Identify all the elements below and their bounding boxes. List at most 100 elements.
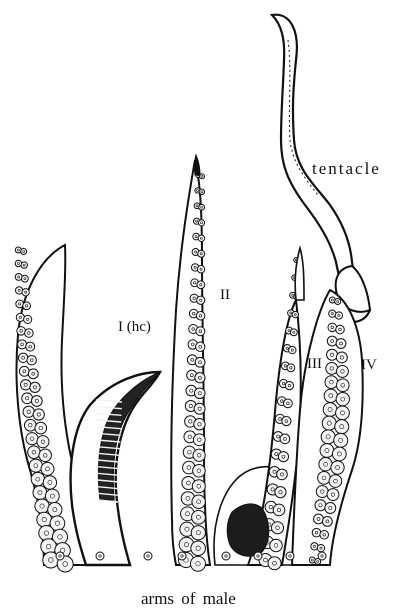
sucker <box>23 406 34 417</box>
label-arm-i-hc: I (hc) <box>118 320 151 335</box>
sucker <box>25 329 34 338</box>
sucker <box>336 339 346 349</box>
sucker <box>222 552 230 560</box>
label-arm-iii: III <box>307 357 322 372</box>
sucker <box>29 459 42 472</box>
sucker <box>316 486 328 498</box>
sucker <box>332 447 346 461</box>
label-tentacle: tentacle <box>312 160 381 177</box>
sucker <box>327 349 338 360</box>
sucker <box>27 355 36 364</box>
sucker <box>20 380 30 390</box>
sucker <box>41 462 54 475</box>
sucker <box>324 389 337 402</box>
sucker <box>28 369 38 379</box>
sucker <box>33 486 47 500</box>
sucker <box>280 434 290 444</box>
sucker <box>197 266 204 273</box>
label-arm-iv: IV <box>361 358 377 373</box>
sucker <box>197 281 205 289</box>
sucker <box>199 189 204 194</box>
sucker <box>315 500 326 511</box>
sucker <box>278 452 288 462</box>
sucker <box>336 352 347 363</box>
sucker <box>33 409 44 420</box>
sucker <box>194 403 205 414</box>
sucker <box>195 373 205 383</box>
sucker <box>198 250 205 257</box>
sucker <box>327 336 337 346</box>
sucker <box>191 556 206 571</box>
sucker <box>329 475 342 488</box>
sucker <box>96 552 104 560</box>
sucker <box>335 299 341 305</box>
sucker <box>194 419 205 430</box>
sucker <box>191 541 206 556</box>
sucker <box>191 526 205 540</box>
sucker <box>35 499 49 513</box>
sucker <box>319 458 332 471</box>
sucker <box>273 504 285 516</box>
sucker <box>275 487 286 498</box>
sucker <box>56 552 64 560</box>
sucker <box>193 464 206 477</box>
sucker <box>31 472 44 485</box>
sucker <box>325 503 336 514</box>
sucker <box>198 220 204 226</box>
sucker <box>196 342 205 351</box>
label-arm-ii: II <box>220 288 230 303</box>
sucker <box>37 436 49 448</box>
sucker <box>284 399 293 408</box>
sucker <box>268 557 281 570</box>
sucker <box>18 340 27 349</box>
sucker <box>144 552 152 560</box>
sucker <box>30 382 40 392</box>
arm-ii-tip <box>194 155 200 175</box>
sucker <box>21 249 27 255</box>
sucker <box>323 403 337 417</box>
sucker <box>196 311 205 320</box>
sucker <box>19 366 29 376</box>
sucker <box>192 495 205 508</box>
sucker <box>254 552 262 560</box>
sucker <box>317 544 324 551</box>
sucker <box>18 353 27 362</box>
arm-iii-tip <box>295 248 304 300</box>
sucker <box>290 329 297 336</box>
sucker <box>282 417 291 426</box>
dark-tissue-patch <box>227 504 269 556</box>
sucker <box>43 476 56 489</box>
sucker <box>39 525 54 540</box>
sucker <box>23 302 31 310</box>
sucker <box>336 365 348 377</box>
sucker <box>336 325 345 334</box>
sucker <box>26 433 38 445</box>
sucker <box>24 419 36 431</box>
sucker <box>326 362 338 374</box>
sucker <box>192 480 205 493</box>
sucker <box>31 396 42 407</box>
figure-caption: arms of male <box>141 590 236 607</box>
sucker <box>292 311 298 317</box>
sucker <box>287 364 295 372</box>
sucker <box>197 296 205 304</box>
sucker <box>328 323 337 332</box>
sucker <box>194 388 205 399</box>
sucker <box>21 262 27 268</box>
sucker <box>320 444 334 458</box>
sucker <box>35 422 47 434</box>
sucker <box>37 512 52 527</box>
sucker <box>331 461 344 474</box>
sucker <box>318 472 331 485</box>
sucker <box>270 539 283 552</box>
sucker <box>312 528 321 537</box>
sucker <box>39 449 52 462</box>
sucker <box>271 522 283 534</box>
sucker <box>321 430 335 444</box>
sucker <box>322 416 336 430</box>
sucker <box>195 357 205 367</box>
sucker <box>196 327 205 336</box>
sucker <box>21 275 28 282</box>
sucker <box>335 420 349 434</box>
